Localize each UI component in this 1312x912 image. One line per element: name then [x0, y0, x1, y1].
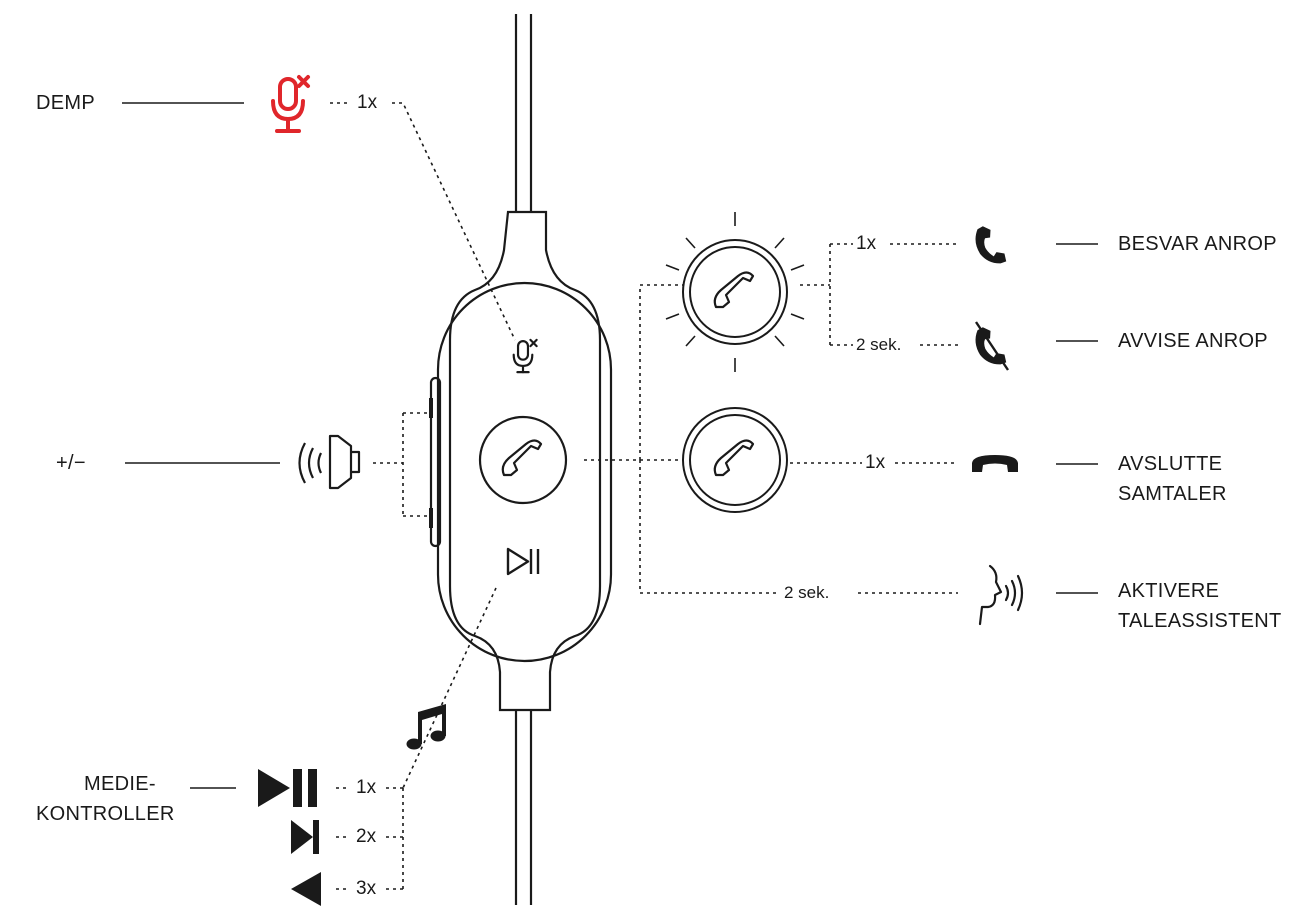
end-count: 1x — [865, 452, 886, 473]
voice-assistant-icon — [978, 564, 1024, 626]
volume-label: +/− — [56, 452, 86, 474]
mute-callout-line — [330, 102, 516, 341]
skip-next-icon — [291, 820, 319, 854]
ringing-call-button — [665, 212, 805, 372]
inline-remote — [429, 210, 613, 712]
phone-decline-icon — [975, 321, 1009, 371]
active-call-button — [682, 407, 788, 513]
music-note-icon — [406, 704, 446, 750]
answer-call-label: BESVAR ANROP — [1118, 233, 1277, 255]
cable — [514, 14, 533, 905]
decline-count: 2 sek. — [856, 335, 902, 354]
answer-count: 1x — [856, 233, 877, 254]
assistant-count: 2 sek. — [784, 583, 830, 602]
mute-count: 1x — [357, 92, 378, 113]
phone-answer-icon — [975, 226, 1007, 264]
controller-play-pause-icon[interactable] — [506, 547, 540, 576]
ringing-branch-lines — [800, 243, 958, 346]
end-call-label-line1: AVSLUTTE — [1118, 453, 1223, 475]
controller-mute-icon[interactable] — [512, 338, 538, 374]
mute-icon — [271, 75, 310, 133]
end-call-label-line2: SAMTALER — [1118, 483, 1227, 505]
decline-call-label: AVVISE ANROP — [1118, 330, 1268, 352]
media-callout-line — [336, 587, 497, 890]
media-next-count: 2x — [356, 826, 377, 847]
assistant-label-line1: AKTIVERE — [1118, 580, 1220, 602]
assistant-label-line2: TALEASSISTENT — [1118, 610, 1282, 632]
mute-label: DEMP — [36, 92, 95, 114]
volume-icon — [298, 434, 361, 490]
volume-bracket — [373, 412, 431, 517]
skip-previous-icon — [291, 872, 321, 906]
media-play-count: 1x — [356, 777, 377, 798]
controller-call-button[interactable] — [478, 415, 568, 505]
ringing-rays — [665, 212, 805, 372]
phone-hangup-icon — [972, 455, 1018, 472]
right-label-leaders — [1056, 243, 1098, 594]
media-prev-count: 3x — [356, 878, 377, 899]
play-pause-icon — [258, 769, 317, 807]
media-label-line1: MEDIE- — [84, 773, 156, 795]
media-label-line2: KONTROLLER — [36, 803, 175, 825]
call-branch-lines — [584, 284, 778, 594]
